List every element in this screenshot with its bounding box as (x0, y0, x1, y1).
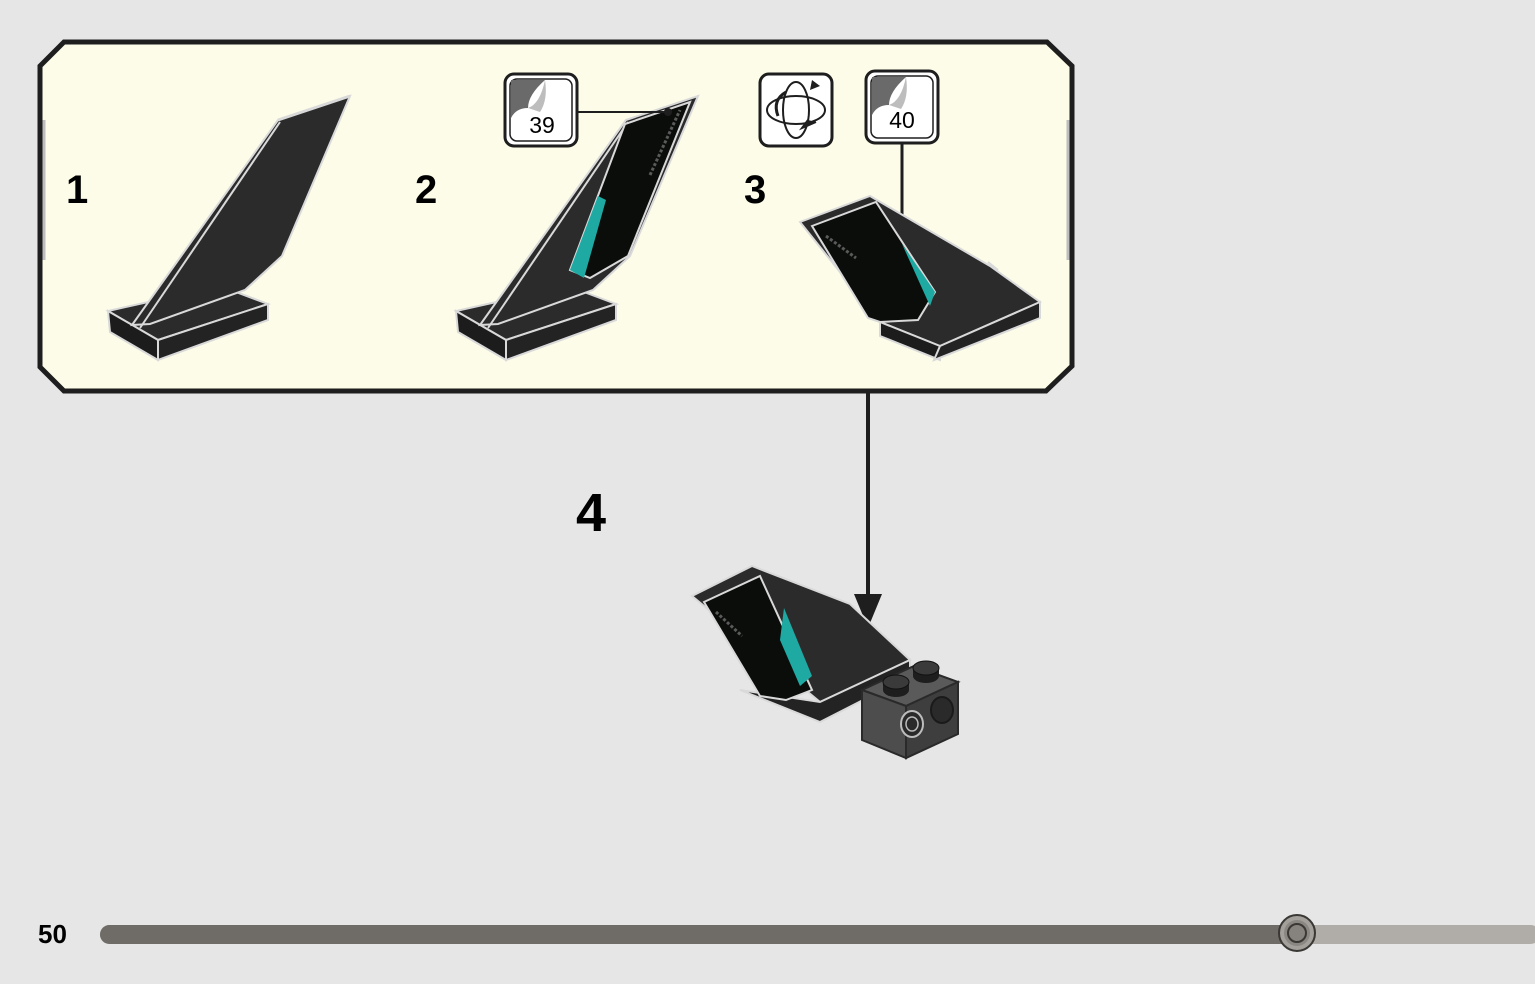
tail-fin-part-step-2 (453, 94, 700, 362)
sticker-40-applied (810, 200, 937, 324)
step-number-4: 4 (576, 483, 607, 543)
sticker-39-applied (568, 100, 692, 280)
progress-knob[interactable] (1277, 914, 1316, 952)
teal-stripe (570, 196, 606, 278)
step-number-2: 2 (415, 168, 438, 212)
teal-stripe-4 (780, 608, 812, 686)
progress-track[interactable] (100, 925, 1535, 944)
rotate-model-icon (758, 72, 834, 148)
sticker-40-on-assembly (702, 574, 814, 702)
sticker-39-number: 39 (529, 112, 555, 138)
progress-fill (100, 925, 1297, 944)
attach-arrow (854, 393, 882, 628)
sticker-40-number: 40 (889, 107, 915, 133)
teal-stripe-3 (902, 244, 935, 306)
step-number-1: 1 (66, 168, 89, 212)
step-number-3: 3 (744, 168, 767, 212)
tail-fin-part-step-1 (105, 94, 352, 362)
tail-fin-assembly-step-4 (690, 564, 961, 760)
sticker-39-indicator (503, 72, 672, 148)
tail-fin-part-step-3 (798, 194, 1043, 362)
page-number: 50 (38, 919, 67, 949)
